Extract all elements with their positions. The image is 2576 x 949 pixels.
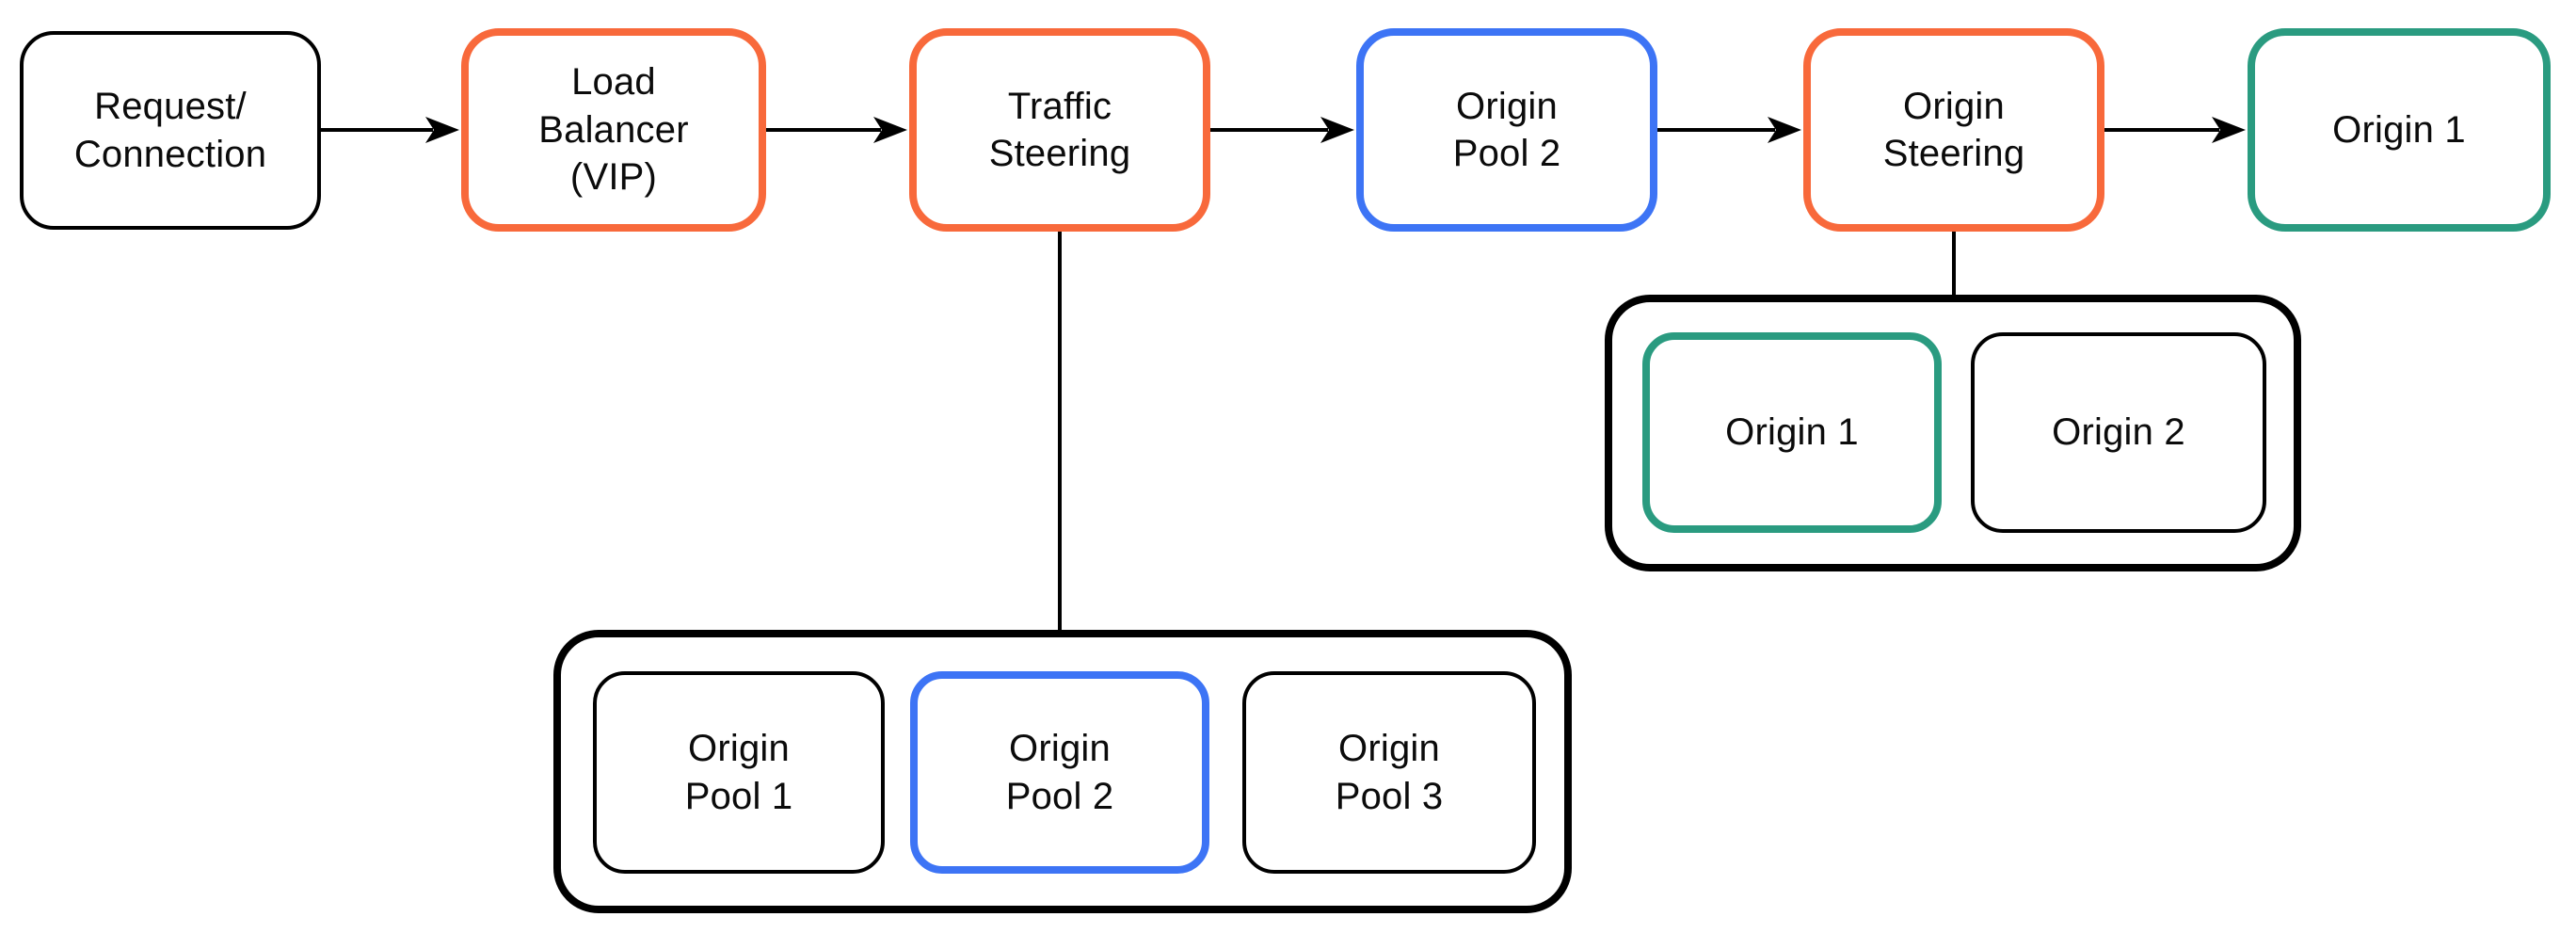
node-origin-pool-2: Origin Pool 2 (910, 671, 1209, 874)
node-origin-pool-3: Origin Pool 3 (1242, 671, 1536, 874)
arrow-origin-steering-to-origin-1 (2104, 117, 2246, 143)
node-origin-pool-2-selected: Origin Pool 2 (1356, 28, 1657, 232)
node-origin-1: Origin 1 (1642, 332, 1942, 533)
node-origin-1-selected: Origin 1 (2248, 28, 2551, 232)
arrow-origin-pool-2-to-origin-steering (1657, 117, 1801, 143)
arrow-load-balancer-to-traffic-steering (766, 117, 907, 143)
arrow-request-to-load-balancer (321, 117, 459, 143)
arrow-traffic-steering-to-origin-pool-2 (1210, 117, 1354, 143)
node-origin-2: Origin 2 (1971, 332, 2266, 533)
node-origin-pool-1: Origin Pool 1 (593, 671, 885, 874)
node-load-balancer-vip: Load Balancer (VIP) (461, 28, 766, 232)
node-origin-steering: Origin Steering (1803, 28, 2104, 232)
node-traffic-steering: Traffic Steering (909, 28, 1210, 232)
node-request-connection: Request/ Connection (20, 31, 321, 230)
